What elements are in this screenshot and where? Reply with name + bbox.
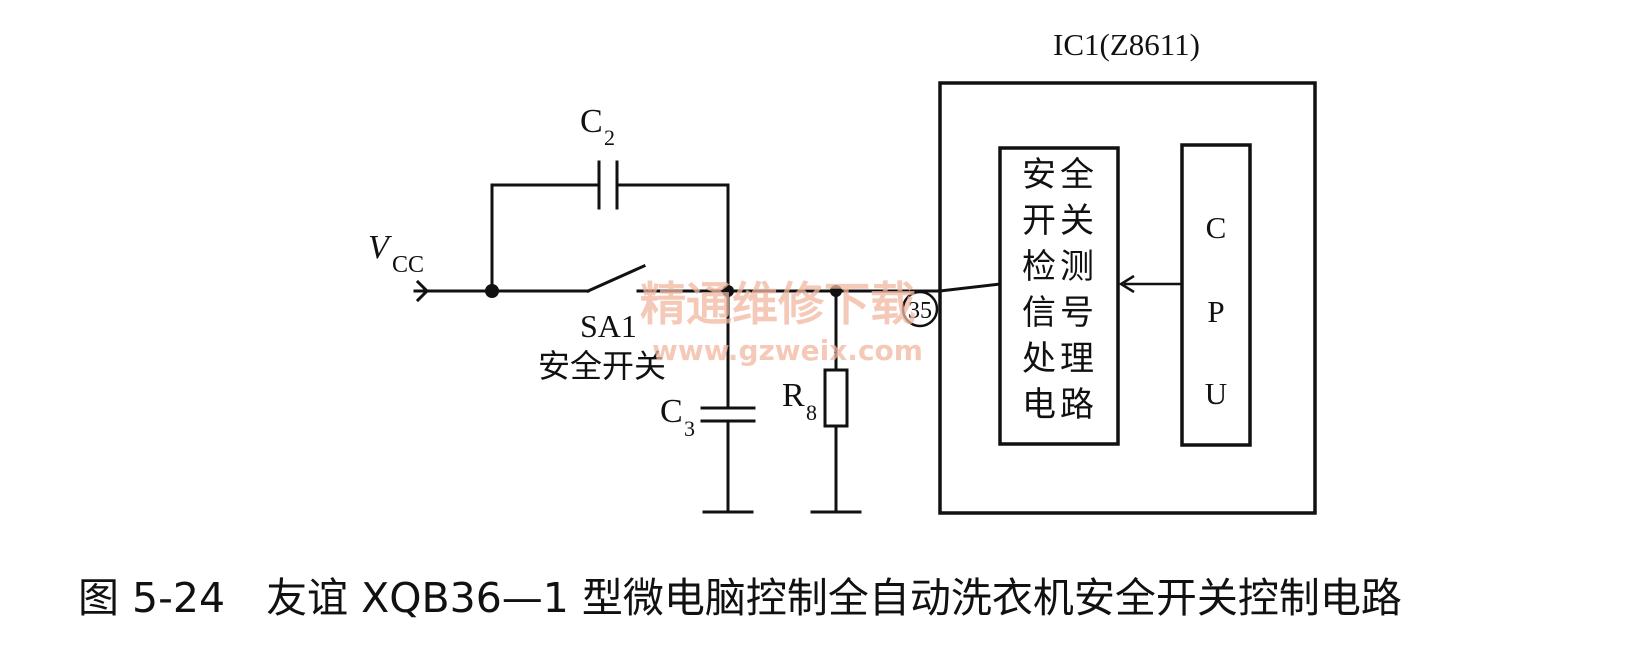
- cpu-label: C P U: [1205, 210, 1227, 411]
- cpu-letter: U: [1205, 376, 1227, 411]
- detect-label-char: 安: [1022, 155, 1056, 195]
- c3-label: C 3: [660, 393, 695, 441]
- c2-branch-right: [615, 183, 730, 293]
- input-arrow-icon: [415, 279, 430, 303]
- detect-circuit-block: [998, 146, 1120, 446]
- ic-package-box: [938, 81, 1317, 515]
- watermark-title: 精通维修下载: [640, 277, 916, 331]
- c3-label-sub: 3: [684, 416, 695, 441]
- pin-number: 35: [908, 298, 932, 324]
- detect-label-char: 测: [1060, 247, 1094, 287]
- cpu-block: [1180, 143, 1252, 447]
- pin-marker: [901, 290, 939, 328]
- switch-sa1-blade: [586, 264, 646, 293]
- detect-label-char: 电: [1022, 385, 1056, 425]
- detect-label-char: 信: [1022, 293, 1056, 333]
- detect-label-char: 理: [1060, 339, 1094, 379]
- ic-internal-wire: [938, 282, 1002, 293]
- vcc-label-main: V: [368, 229, 393, 266]
- c2-label-sub: 2: [604, 125, 615, 150]
- c3-label-main: C: [660, 393, 683, 430]
- resistor-r8: [823, 368, 849, 428]
- detect-label-char: 全: [1060, 155, 1094, 195]
- arrow-head-icon: [1118, 274, 1135, 294]
- detect-label-char: 检: [1022, 247, 1056, 287]
- c2-label-main: C: [580, 103, 603, 140]
- detect-label-char: 路: [1060, 385, 1094, 425]
- detect-circuit-label: 安 全 开 关 检 测 信 号 处 理 电 路: [1022, 155, 1094, 425]
- c2-label: C 2: [580, 103, 615, 150]
- detect-label-char: 处: [1022, 339, 1056, 379]
- r8-label-main: R: [782, 377, 805, 414]
- detect-label-char: 关: [1060, 201, 1094, 241]
- cpu-letter: C: [1206, 210, 1227, 245]
- c2-branch-left: [490, 183, 601, 293]
- vcc-label: V CC: [368, 229, 424, 278]
- vcc-label-sub: CC: [392, 252, 424, 278]
- ic-title: IC1(Z8611): [1053, 27, 1200, 62]
- watermark-url: www.gzweix.com: [652, 334, 923, 367]
- cpu-letter: P: [1207, 294, 1224, 329]
- detect-label-char: 号: [1060, 293, 1094, 333]
- figure-caption: 图 5-24 友谊 XQB36—1 型微电脑控制全自动洗衣机安全开关控制电路: [78, 574, 1402, 622]
- switch-desc-label: 安全开关: [538, 347, 666, 385]
- r8-label-sub: 8: [806, 400, 817, 425]
- detect-label-char: 开: [1022, 201, 1056, 241]
- junction-dot: [485, 284, 499, 298]
- switch-name-label: SA1: [580, 308, 637, 344]
- r8-label: R 8: [782, 377, 817, 425]
